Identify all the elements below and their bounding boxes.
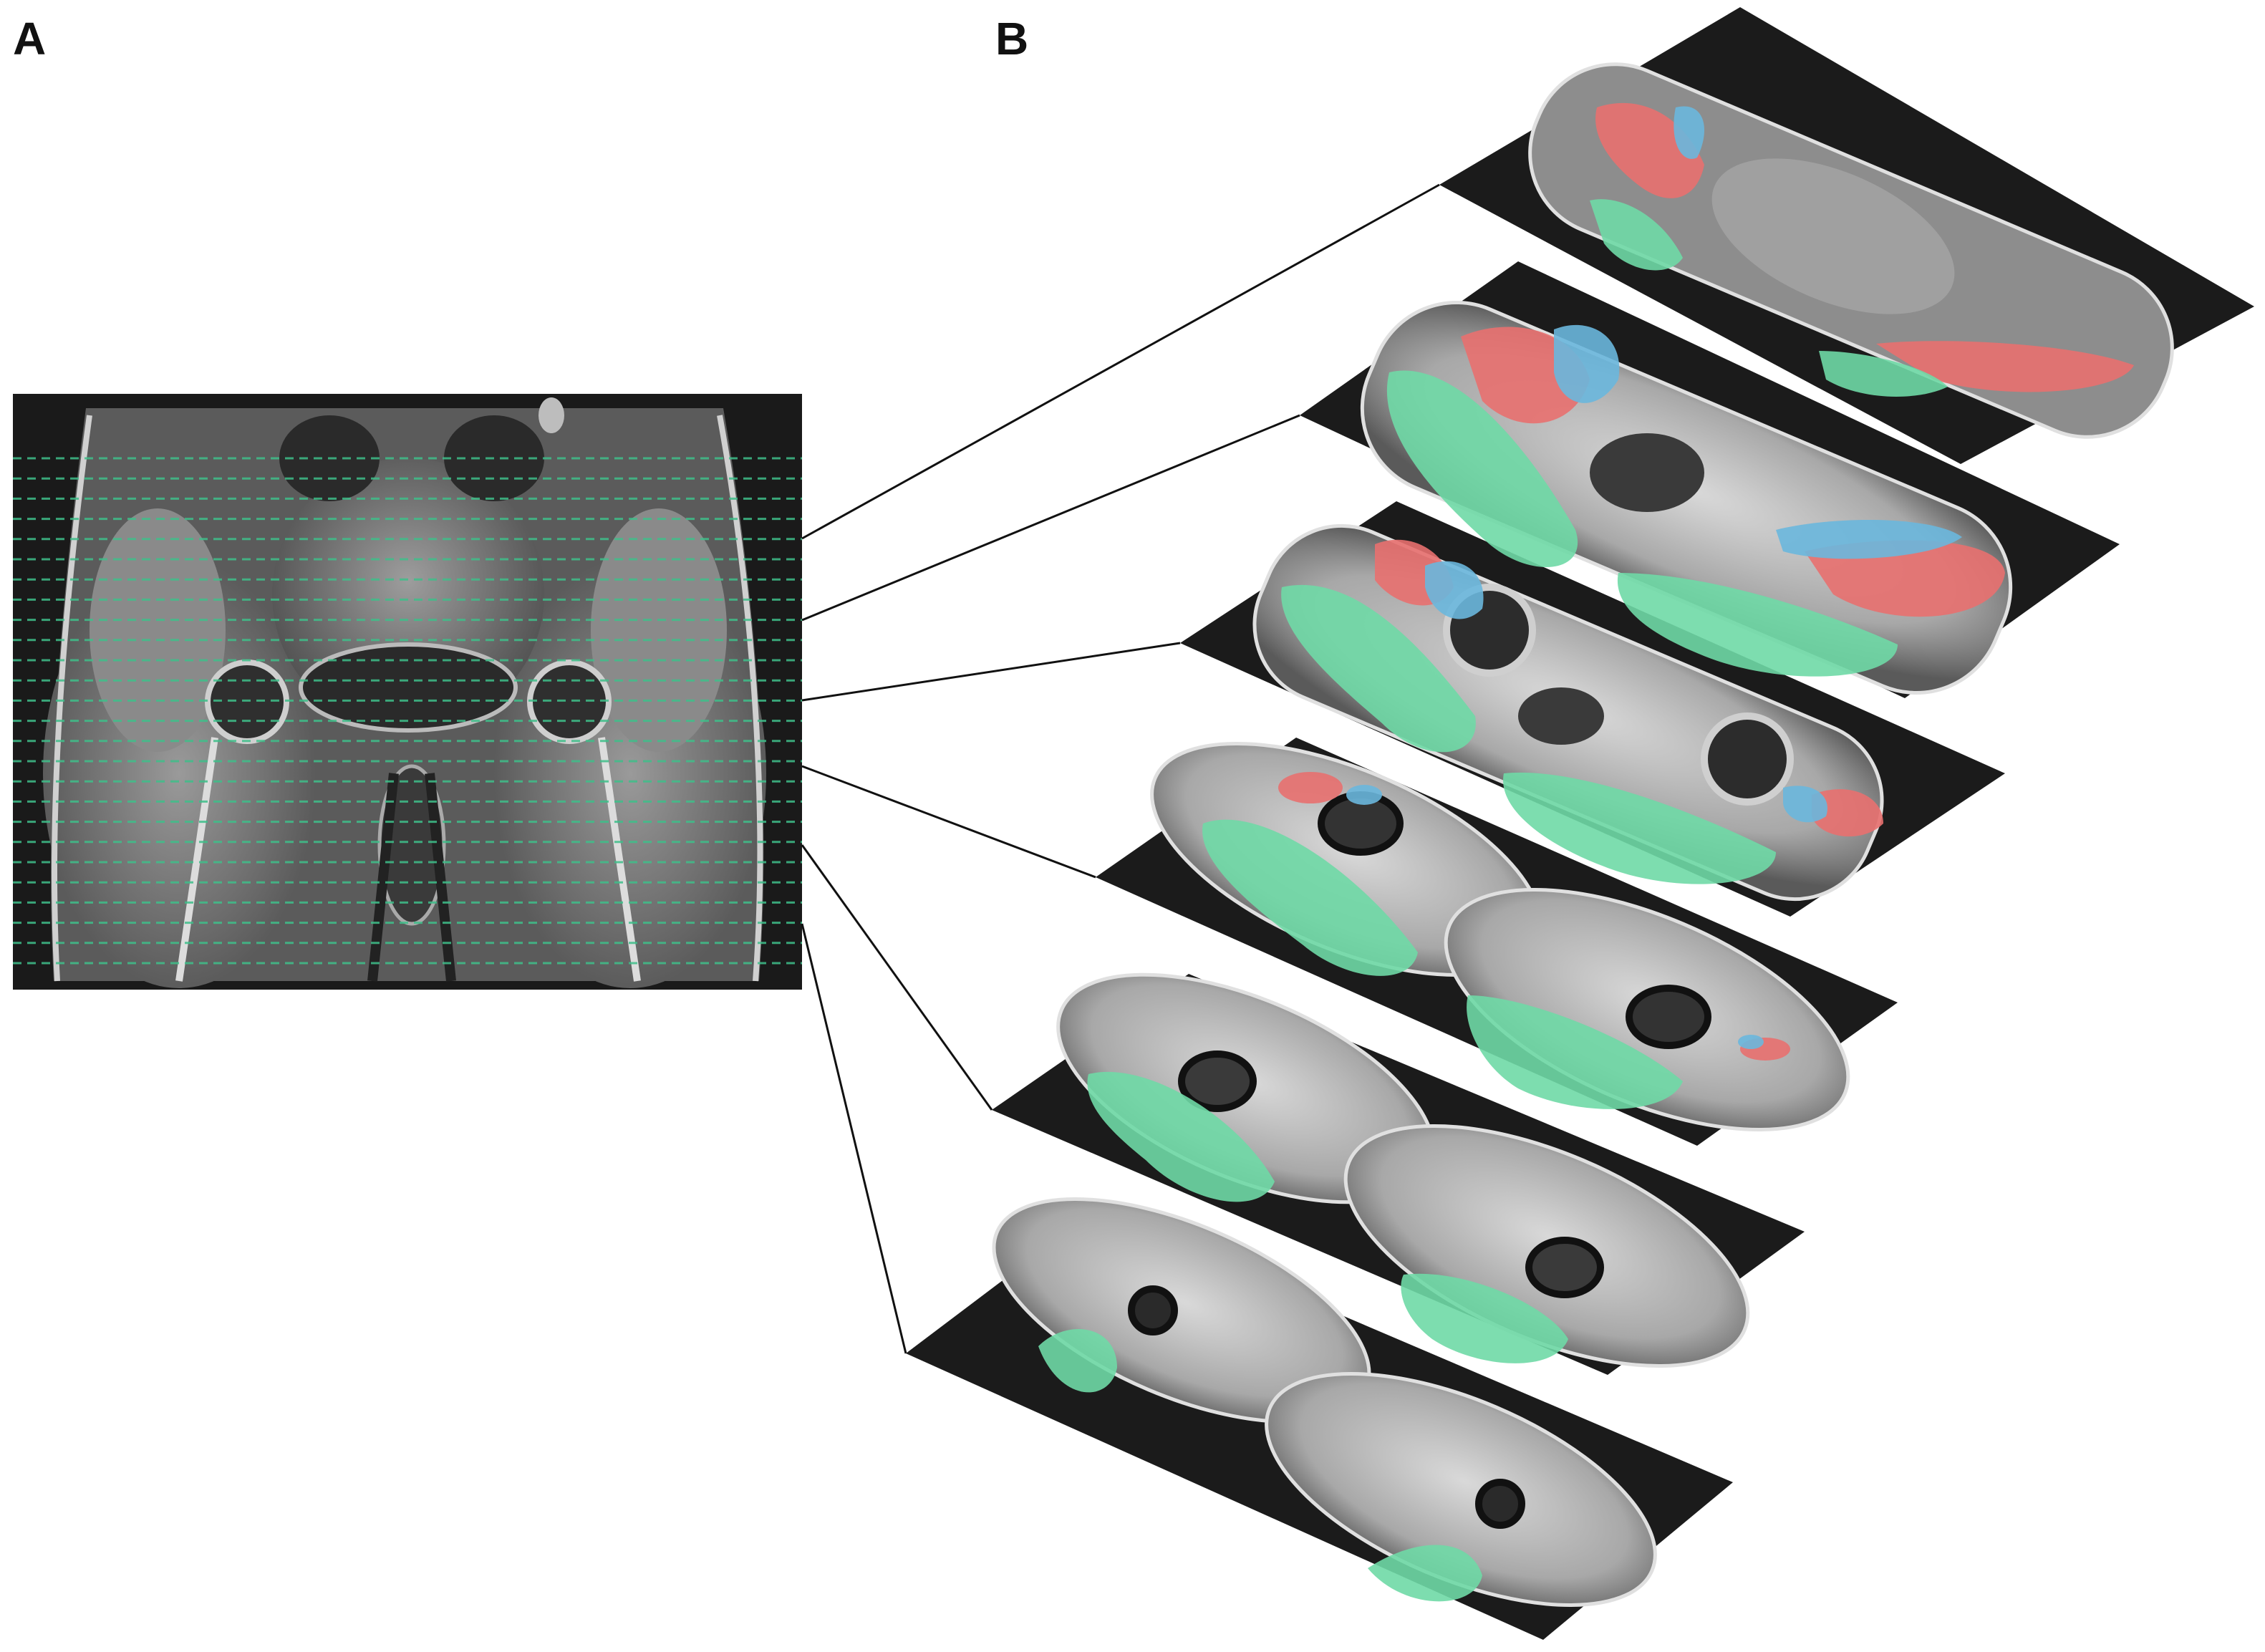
axial-slice-4 <box>1096 738 1898 1146</box>
axial-slice-2 <box>1300 261 2120 698</box>
panel-label-a: A <box>13 13 47 64</box>
axial-slice-3 <box>1180 501 2005 917</box>
panel-label-b: B <box>995 13 1029 64</box>
axial-slice-5 <box>992 972 1805 1375</box>
axial-slice-1 <box>1439 7 2254 464</box>
coronal-mri-panel <box>13 394 802 990</box>
connector-lines <box>801 183 1440 1354</box>
slice-guide-lines <box>13 457 802 965</box>
axial-slice-6 <box>906 1197 1733 1640</box>
